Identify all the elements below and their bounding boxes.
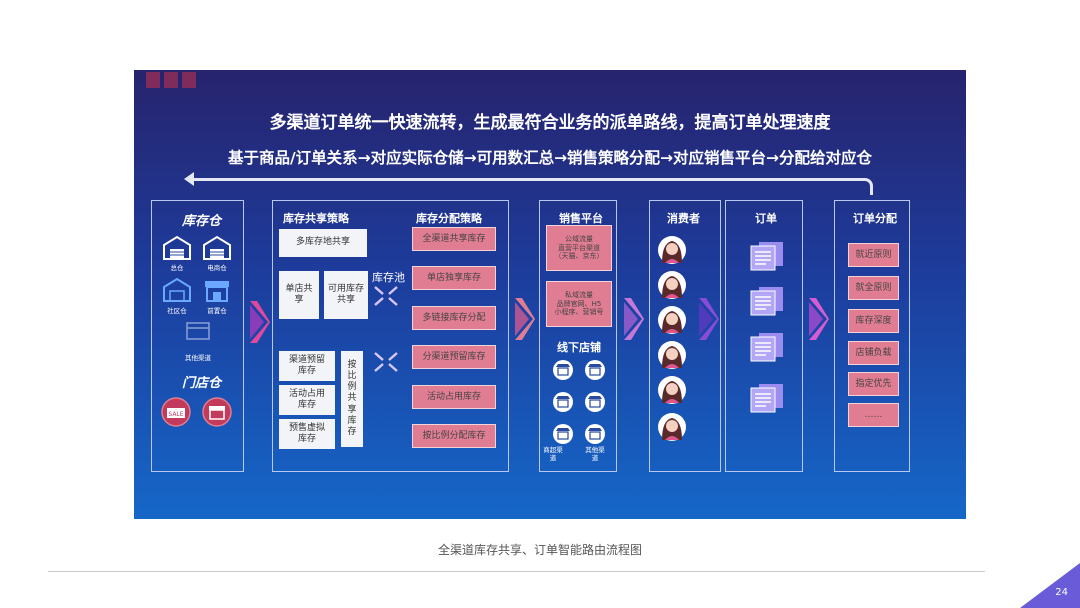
allocation-item: 按比例分配库存 bbox=[412, 424, 496, 448]
sharing-item: 活动占用库存 bbox=[279, 385, 335, 415]
consumer-avatar-icon bbox=[658, 341, 686, 369]
storefront-icon bbox=[205, 281, 229, 302]
page-number: 24 bbox=[1055, 587, 1068, 598]
offline-store-title: 线下店铺 bbox=[557, 341, 601, 354]
panel-warehouse: 库存仓 总仓 电商仓 社区仓 前置仓 其他渠道 门店仓 SALE bbox=[151, 200, 244, 472]
warehouse-label: 电商仓 bbox=[207, 264, 227, 272]
store-icon bbox=[553, 360, 573, 380]
panel-inventory-strategy: 库存共享策略 库存分配策略 多库存地共享 单店共享 可用库存共享 渠道预留库存 … bbox=[272, 200, 509, 472]
order-rule-item: 指定优先 bbox=[848, 372, 899, 396]
store-icon bbox=[585, 360, 605, 380]
consumer-avatar-icon bbox=[658, 306, 686, 334]
sharing-item: 多库存地共享 bbox=[279, 229, 367, 257]
warehouse-label: 总仓 bbox=[170, 264, 184, 272]
store-icon bbox=[585, 392, 605, 412]
platform-title: 销售平台 bbox=[559, 212, 603, 225]
allocation-item: 全渠道共享库存 bbox=[412, 227, 496, 251]
offline-channel-label: 商超渠道 bbox=[543, 446, 563, 462]
allocation-item: 分渠道预留库存 bbox=[412, 345, 496, 369]
consumer-avatar-icon bbox=[658, 236, 686, 264]
chevron-right-icon bbox=[699, 298, 719, 340]
flow-return-line bbox=[190, 178, 873, 195]
allocation-item: 多链接库存分配 bbox=[412, 306, 496, 330]
chevron-right-icon bbox=[250, 301, 270, 343]
order-document-icon bbox=[750, 333, 783, 362]
consumer-avatar-icon bbox=[658, 271, 686, 299]
sharing-item: 预售虚拟库存 bbox=[279, 419, 335, 449]
consumer-title: 消费者 bbox=[667, 212, 700, 225]
private-traffic-box: 私域流量 品牌官网、H5 小程序、营销号 bbox=[546, 281, 612, 327]
footer-divider bbox=[48, 571, 985, 572]
allocation-title: 库存分配策略 bbox=[416, 212, 482, 225]
store-icon bbox=[585, 424, 605, 444]
page-number-badge: 24 bbox=[1020, 563, 1080, 608]
warehouse-title: 库存仓 bbox=[182, 214, 222, 229]
subtitle: 基于商品/订单关系→对应实际仓储→可用数汇总→销售策略分配→对应销售平台→分配给… bbox=[227, 149, 873, 167]
warehouse-label: 社区仓 bbox=[167, 307, 187, 315]
offline-channel-label: 其他渠道 bbox=[585, 446, 605, 462]
order-document-icon bbox=[750, 242, 783, 271]
svg-text:SALE: SALE bbox=[168, 411, 183, 418]
sharing-item: 可用库存共享 bbox=[324, 271, 368, 319]
order-rule-item: 店铺负载 bbox=[848, 341, 899, 365]
sale-shop-icon: SALE bbox=[161, 397, 191, 427]
sharing-item: 单店共享 bbox=[279, 271, 319, 319]
sharing-item: 按比例共享库存 bbox=[341, 351, 363, 447]
consumer-avatar-icon bbox=[658, 413, 686, 441]
order-rule-item: 就全原则 bbox=[848, 276, 899, 300]
order-rule-item: 库存深度 bbox=[848, 309, 899, 333]
order-title: 订单 bbox=[755, 212, 777, 225]
store-icon bbox=[553, 392, 573, 412]
sharing-item: 渠道预留库存 bbox=[279, 351, 335, 381]
shop-icon bbox=[202, 397, 232, 427]
diagram-slide: 多渠道订单统一快速流转，生成最符合业务的派单路线，提高订单处理速度 基于商品/订… bbox=[134, 70, 966, 519]
logo bbox=[146, 70, 296, 94]
warehouse-icon bbox=[203, 235, 231, 260]
panel-sales-platform: 销售平台 公域流量 直营平台渠道 （天猫、京东） 私域流量 品牌官网、H5 小程… bbox=[539, 200, 617, 472]
panel-order: 订单 bbox=[725, 200, 803, 472]
panel-consumer: 消费者 bbox=[649, 200, 721, 472]
chevron-right-icon bbox=[515, 298, 535, 340]
order-rule-item: 就近原则 bbox=[848, 243, 899, 267]
warehouse-label: 其他渠道 bbox=[185, 354, 211, 362]
main-title: 多渠道订单统一快速流转，生成最符合业务的派单路线，提高订单处理速度 bbox=[269, 113, 831, 133]
channel-icon bbox=[186, 322, 210, 340]
store-warehouse-title: 门店仓 bbox=[182, 376, 222, 391]
order-document-icon bbox=[750, 384, 783, 413]
allocation-item: 单店独享库存 bbox=[412, 266, 496, 290]
converge-arrows-icon bbox=[374, 352, 398, 372]
sharing-title: 库存共享策略 bbox=[283, 212, 349, 225]
order-document-icon bbox=[750, 287, 783, 316]
consumer-avatar-icon bbox=[658, 376, 686, 404]
warehouse-icon bbox=[163, 277, 191, 302]
pool-label: 库存池 bbox=[372, 271, 405, 284]
warehouse-icon bbox=[163, 235, 191, 260]
public-traffic-box: 公域流量 直营平台渠道 （天猫、京东） bbox=[546, 225, 612, 271]
store-icon bbox=[553, 424, 573, 444]
allocation-item: 活动占用库存 bbox=[412, 385, 496, 409]
chevron-right-icon bbox=[809, 298, 829, 340]
order-rule-item: …… bbox=[848, 403, 899, 427]
panel-order-allocation: 订单分配 就近原则 就全原则 库存深度 店铺负载 指定优先 …… bbox=[834, 200, 910, 472]
flow-return-arrow bbox=[184, 172, 194, 186]
warehouse-label: 前置仓 bbox=[207, 307, 227, 315]
order-allocation-title: 订单分配 bbox=[853, 212, 897, 225]
chevron-right-icon bbox=[624, 298, 644, 340]
converge-arrows-icon bbox=[374, 286, 398, 306]
figure-caption: 全渠道库存共享、订单智能路由流程图 bbox=[437, 543, 642, 557]
